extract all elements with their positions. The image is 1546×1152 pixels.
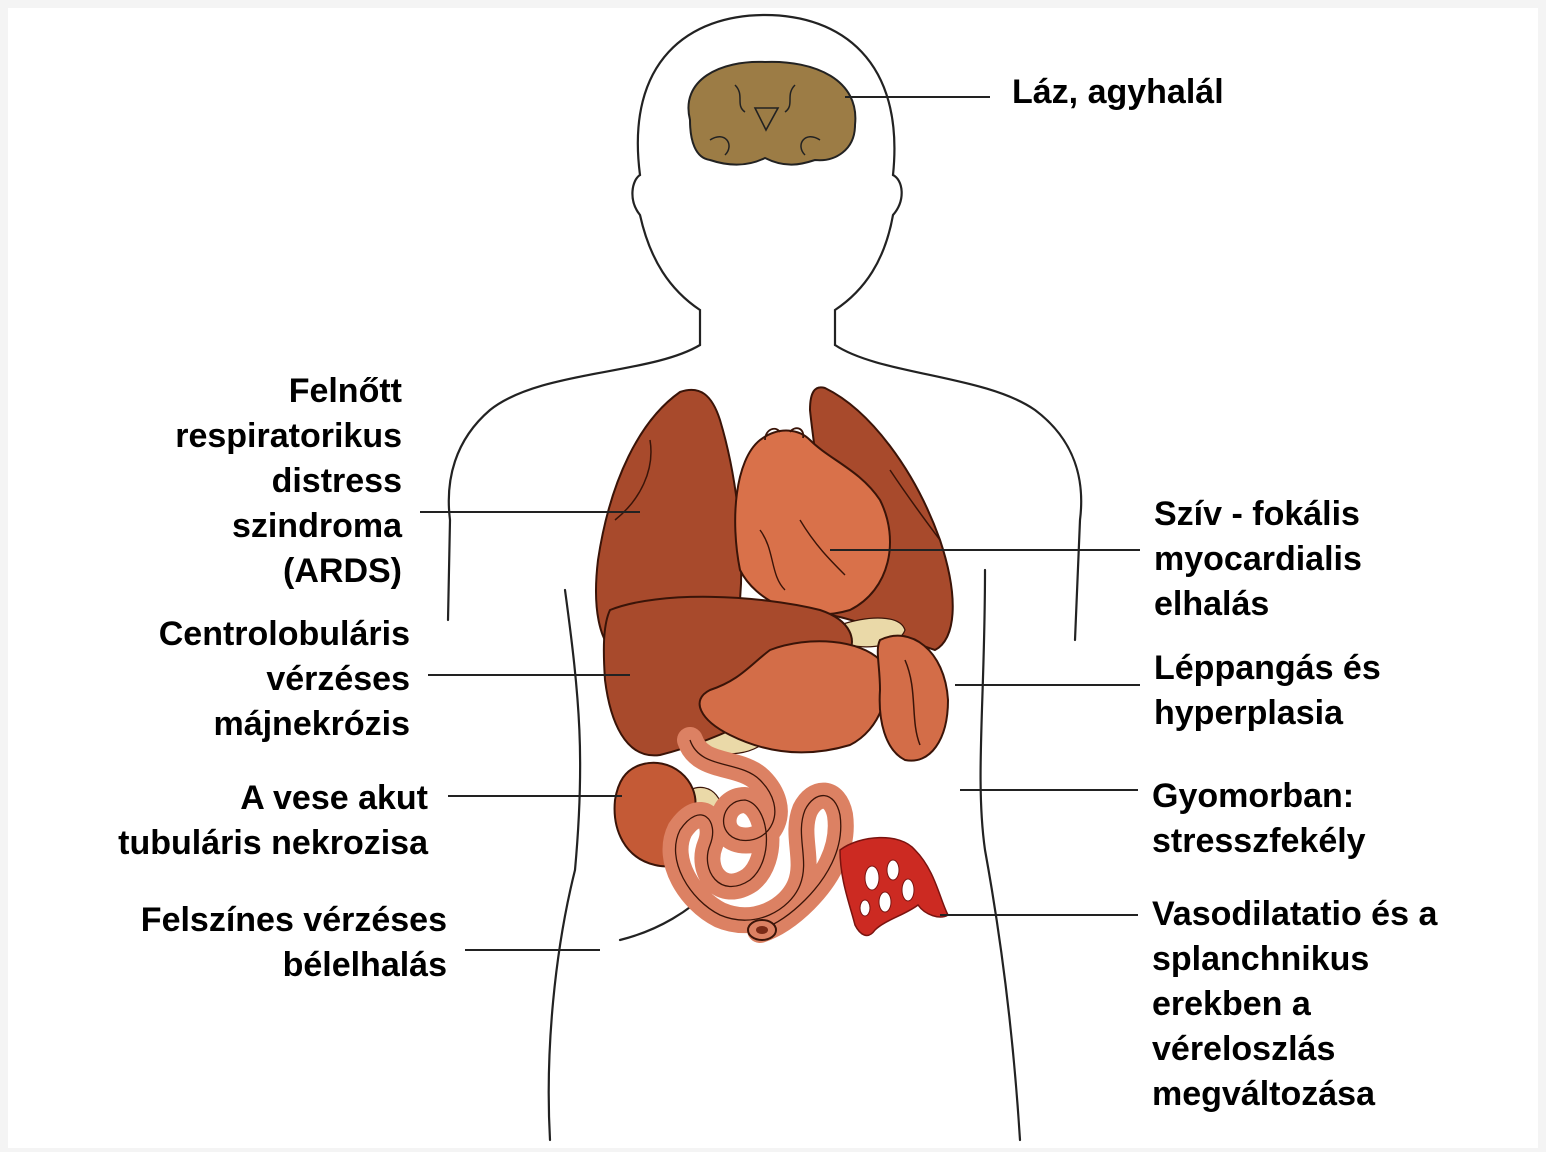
label-lung-line: Felnőtt	[57, 369, 402, 414]
label-splanchnic-line: megváltozása	[1152, 1072, 1532, 1117]
label-intestine: Felszínes vérzéses bélelhalás	[25, 892, 447, 1002]
label-kidney-line: A vese akut	[40, 776, 428, 821]
label-intestine-line: bélelhalás	[25, 943, 447, 988]
label-heart-line: elhalás	[1154, 582, 1524, 627]
label-liver: Centrolobuláris vérzéses májnekrózis	[40, 608, 410, 751]
label-brain-text: Láz, agyhalál	[1012, 70, 1307, 115]
label-heart: Szív - fokális myocardialis elhalás	[1140, 488, 1524, 631]
label-liver-line: Centrolobuláris	[40, 612, 410, 657]
label-lung-line: szindroma	[57, 504, 402, 549]
brain-illustration	[688, 62, 855, 165]
label-lung-line: (ARDS)	[57, 549, 402, 594]
label-kidney: A vese akut tubuláris nekrozisa	[40, 772, 428, 870]
label-liver-line: májnekrózis	[40, 702, 410, 747]
label-brain: Láz, agyhalál	[992, 68, 1307, 123]
label-kidney-line: tubuláris nekrozisa	[40, 821, 428, 866]
label-heart-line: Szív - fokális	[1154, 492, 1524, 537]
label-spleen-line: hyperplasia	[1154, 691, 1524, 736]
label-stomach-line: stresszfekély	[1152, 819, 1522, 864]
label-heart-line: myocardialis	[1154, 537, 1524, 582]
label-lung-line: distress	[57, 459, 402, 504]
label-spleen: Léppangás és hyperplasia	[1140, 642, 1524, 740]
label-lung: Felnőtt respiratorikus distress szindrom…	[55, 365, 404, 598]
label-stomach: Gyomorban: stresszfekély	[1138, 770, 1522, 868]
label-splanchnic-line: erekben a	[1152, 982, 1532, 1027]
label-liver-line: vérzéses	[40, 657, 410, 702]
label-spleen-line: Léppangás és	[1154, 646, 1524, 691]
label-intestine-line: Felszínes vérzéses	[25, 898, 447, 943]
label-splanchnic-line: Vasodilatatio és a	[1152, 892, 1532, 937]
label-splanchnic: Vasodilatatio és a splanchnikus erekben …	[1138, 888, 1532, 1121]
label-stomach-line: Gyomorban:	[1152, 774, 1522, 819]
label-splanchnic-line: véreloszlás	[1152, 1027, 1532, 1072]
label-splanchnic-line: splanchnikus	[1152, 937, 1532, 982]
label-lung-line: respiratorikus	[57, 414, 402, 459]
